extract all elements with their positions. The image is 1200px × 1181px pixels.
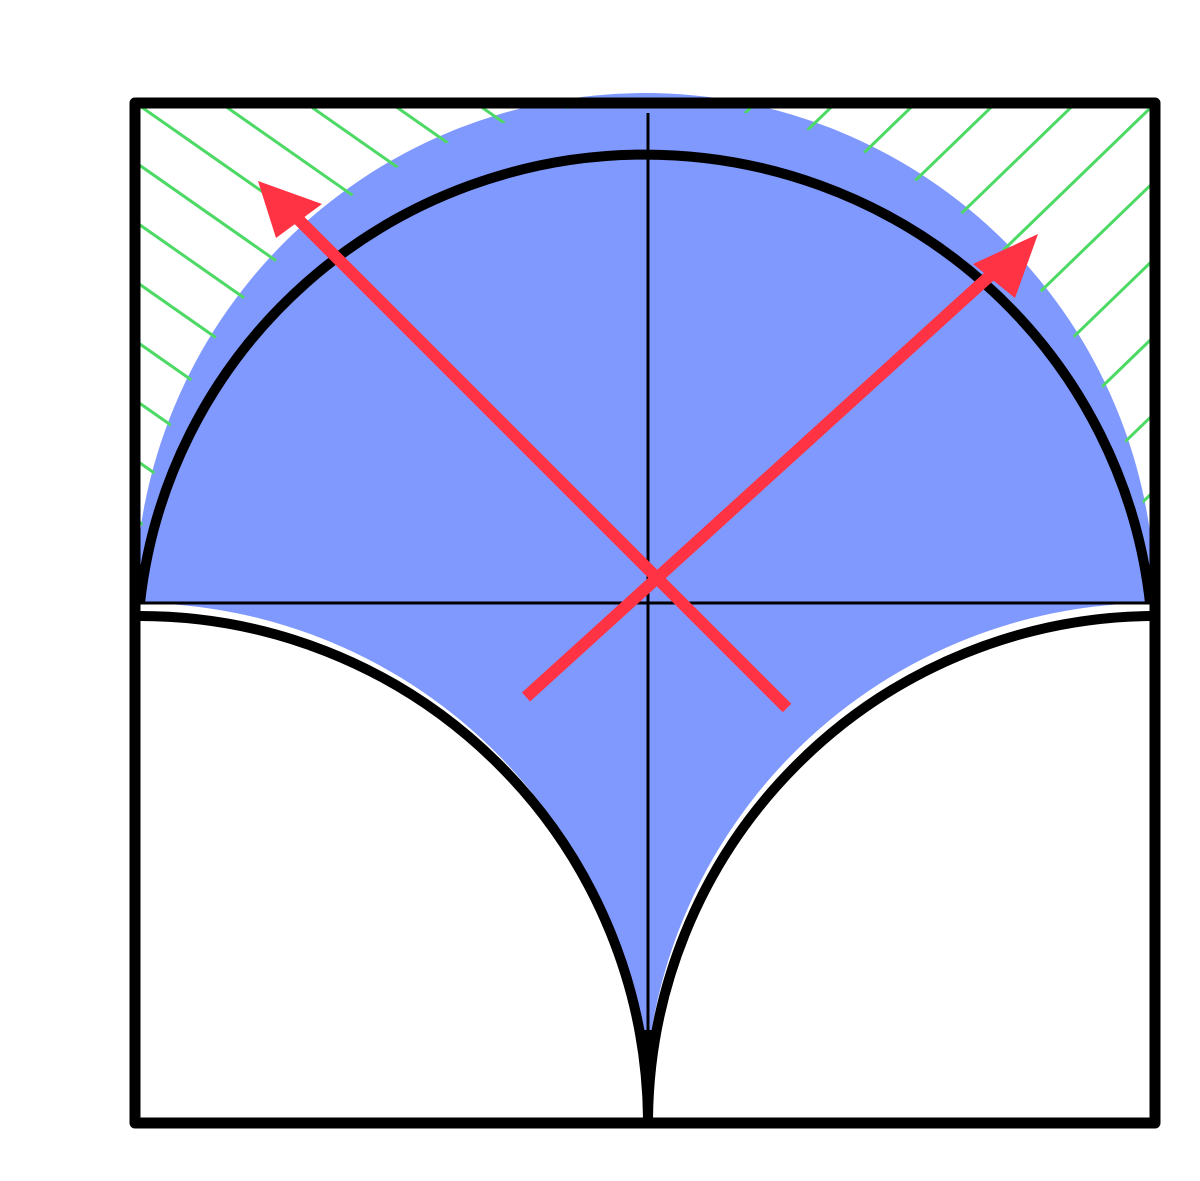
shaded-region: [135, 93, 1155, 1123]
arrow-toward-top-left: [258, 181, 792, 713]
hatch-line: [304, 102, 645, 535]
quarter-arc-right: [643, 611, 1151, 1119]
quarter-arc-left: [139, 611, 653, 1119]
arrow-toward-top-right: [521, 234, 1038, 702]
semicircle-arc: [135, 149, 1155, 604]
hatch-line: [1160, 60, 1200, 640]
